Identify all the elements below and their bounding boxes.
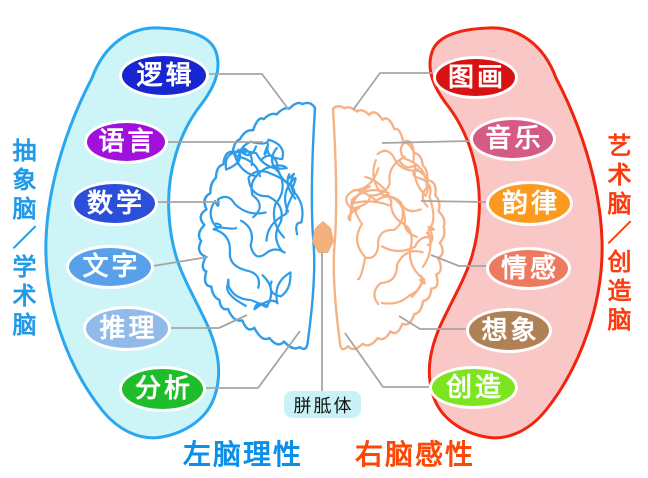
- left-brain-hemisphere-gyri: [253, 271, 292, 311]
- function-bubble: 分析: [119, 366, 206, 412]
- function-bubble: 文字: [66, 245, 154, 289]
- left-brain-hemisphere-gyri: [247, 177, 284, 253]
- abstract-academic-brain-label: 抽象脑／学术脑: [8, 138, 36, 341]
- left-brain-hemisphere-gyri: [247, 169, 297, 200]
- right-brain-hemisphere-gyri: [380, 275, 426, 305]
- left-brain-hemisphere-gyri: [224, 145, 258, 171]
- function-bubble: 数学: [71, 181, 158, 226]
- corpus-callosum-label: 胼胝体: [284, 391, 361, 418]
- connector-line-right: [344, 332, 429, 388]
- connector-line-left: [152, 256, 209, 267]
- function-bubble: 图画: [433, 56, 518, 99]
- right-brain-hemisphere-gyri: [350, 200, 391, 259]
- right-brain-emotional-caption: 右脑感性: [355, 438, 476, 471]
- connector-line-left: [170, 314, 248, 329]
- function-bubble: 想象: [466, 308, 552, 353]
- right-brain-hemisphere-gyri: [381, 231, 434, 268]
- right-brain-hemisphere-gyri: [412, 168, 436, 247]
- right-brain-hemisphere-gyri: [357, 206, 404, 281]
- right-brain-hemisphere-outline: [331, 105, 446, 351]
- right-brain-hemisphere-gyri: [372, 159, 418, 238]
- function-bubble: 韵律: [486, 181, 573, 226]
- function-bubble: 推理: [83, 306, 171, 351]
- function-bubble: 音乐: [470, 117, 556, 161]
- connector-line-right: [430, 254, 486, 267]
- right-brain-hemisphere-gyri: [373, 250, 424, 306]
- corpus-callosum-shape: [312, 221, 334, 253]
- function-bubble: 创造: [429, 366, 518, 409]
- function-bubble: 逻辑: [119, 53, 209, 98]
- connector-line-left: [209, 73, 290, 111]
- artistic-creative-brain-label: 艺术脑／创造脑: [603, 133, 631, 336]
- connector-line-left: [206, 330, 301, 389]
- left-brain-hemisphere-gyri: [226, 274, 273, 309]
- connector-line-right: [398, 315, 466, 330]
- right-brain-hemisphere-gyri: [376, 149, 430, 197]
- connector-line-right: [352, 72, 433, 111]
- function-bubble: 情感: [486, 247, 571, 290]
- left-brain-hemisphere-gyri: [233, 150, 262, 178]
- function-bubble: 语言: [84, 120, 168, 164]
- left-brain-hemisphere-gyri: [212, 222, 260, 289]
- left-brain-rational-caption: 左脑理性: [183, 438, 304, 471]
- connector-line-right: [381, 140, 471, 144]
- right-brain-hemisphere-gyri: [347, 188, 390, 222]
- connector-line-right: [420, 200, 487, 203]
- left-brain-hemisphere-gyri: [240, 219, 286, 258]
